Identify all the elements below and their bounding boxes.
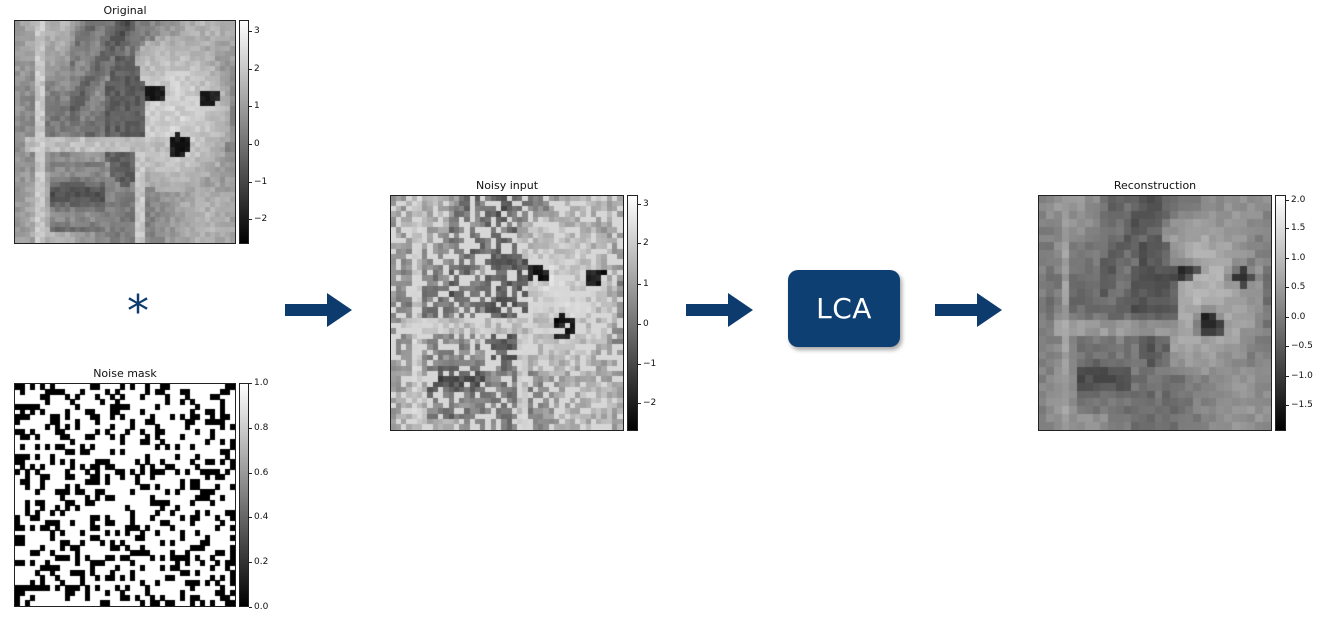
colorbar-tick-label: 2	[643, 238, 649, 248]
colorbar-noise-mask	[239, 383, 249, 607]
colorbar-tick	[1286, 287, 1289, 288]
colorbar-tick	[1286, 405, 1289, 406]
colorbar-tick	[638, 324, 641, 325]
colorbar-tick-label: 0.4	[254, 512, 269, 522]
colorbar-tick	[249, 517, 252, 518]
colorbar-tick-label: −1	[254, 177, 268, 187]
colorbar-tick-label: 1.0	[1291, 253, 1306, 263]
colorbar-tick-label: 2.0	[1291, 195, 1306, 205]
colorbar-tick	[249, 144, 252, 145]
colorbar-tick-label: 0.8	[254, 423, 269, 433]
colorbar-tick	[249, 31, 252, 32]
colorbar-tick	[1286, 228, 1289, 229]
colorbar-tick	[1286, 317, 1289, 318]
colorbar-original	[239, 20, 249, 244]
colorbar-tick-label: 0.6	[254, 468, 269, 478]
panel-title-noise-mask: Noise mask	[93, 367, 157, 380]
arrow-right-icon	[686, 293, 753, 327]
colorbar-tick-label: 0	[643, 319, 649, 329]
colorbar-tick-label: 1	[254, 101, 260, 111]
colorbar-noisy-input	[627, 195, 638, 431]
colorbar-tick	[1286, 376, 1289, 377]
colorbar-tick	[249, 69, 252, 70]
colorbar-tick-label: −0.5	[1291, 341, 1313, 351]
colorbar-tick	[1286, 258, 1289, 259]
panel-title-reconstruction: Reconstruction	[1113, 179, 1197, 192]
colorbar-tick-label: 2	[254, 64, 260, 74]
colorbar-tick-label: 0.0	[1291, 312, 1306, 322]
colorbar-tick	[249, 182, 252, 183]
lca-block: LCA	[788, 270, 900, 347]
colorbar-tick	[249, 383, 252, 384]
colorbar-tick-label: 0.0	[254, 602, 269, 612]
colorbar-tick	[638, 364, 641, 365]
colorbar-tick-label: 3	[643, 199, 649, 209]
colorbar-tick	[1286, 346, 1289, 347]
arrow-right-icon	[935, 293, 1002, 327]
image-original	[14, 20, 236, 244]
colorbar-tick	[249, 428, 252, 429]
colorbar-tick-label: −1.0	[1291, 371, 1313, 381]
colorbar-tick	[249, 607, 252, 608]
image-noise-mask	[14, 383, 236, 607]
colorbar-tick	[249, 562, 252, 563]
colorbar-tick	[638, 243, 641, 244]
colorbar-tick-label: −1.5	[1291, 400, 1313, 410]
colorbar-tick-label: 3	[254, 26, 260, 36]
colorbar-tick-label: −2	[643, 398, 657, 408]
panel-title-noisy-input: Noisy input	[475, 179, 539, 192]
colorbar-reconstruction	[1275, 195, 1286, 431]
colorbar-tick-label: −2	[254, 214, 268, 224]
colorbar-tick	[249, 473, 252, 474]
colorbar-tick	[638, 204, 641, 205]
colorbar-tick	[1286, 200, 1289, 201]
asterisk-icon: *	[127, 286, 149, 337]
colorbar-tick	[638, 284, 641, 285]
colorbar-tick	[638, 403, 641, 404]
colorbar-tick-label: 0.5	[1291, 282, 1306, 292]
colorbar-tick-label: 0	[254, 139, 260, 149]
panel-title-original: Original	[103, 4, 147, 17]
image-reconstruction	[1038, 195, 1272, 431]
colorbar-tick-label: 1	[643, 279, 649, 289]
colorbar-tick-label: 1.0	[254, 378, 269, 388]
image-noisy-input	[390, 195, 624, 431]
colorbar-tick-label: 0.2	[254, 557, 269, 567]
colorbar-tick	[249, 106, 252, 107]
colorbar-tick-label: 1.5	[1291, 223, 1306, 233]
arrow-right-icon	[285, 293, 352, 327]
colorbar-tick-label: −1	[643, 359, 657, 369]
colorbar-tick	[249, 219, 252, 220]
